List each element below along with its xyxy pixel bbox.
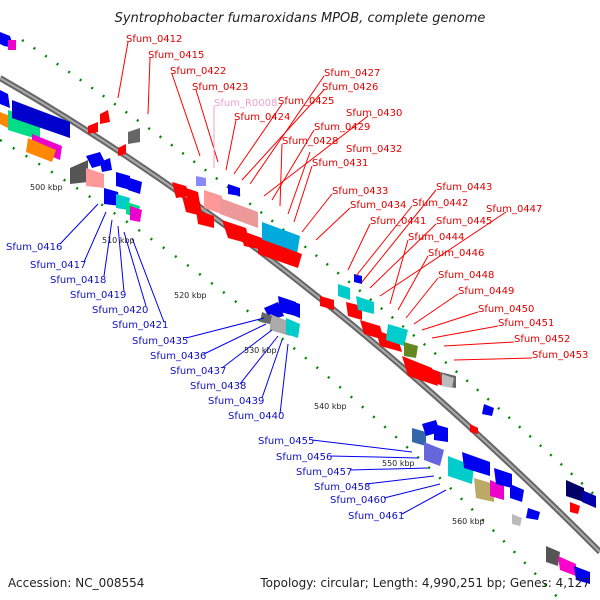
gene-label: Sfum_0448 [438, 270, 494, 281]
tick-560: 560 kbp [452, 517, 485, 526]
gene-label: Sfum_0439 [208, 396, 264, 407]
gene-label: Sfum_0432 [346, 144, 402, 155]
map-title: Syntrophobacter fumaroxidans MPOB, compl… [115, 11, 486, 26]
gene-labels-blue: Sfum_0416 Sfum_0417 Sfum_0418 Sfum_0419 … [6, 242, 404, 522]
features-540kbp [320, 274, 494, 434]
gene-label: Sfum_0427 [324, 68, 380, 79]
features-530kbp [260, 296, 300, 338]
tick-530: 530 kbp [244, 346, 277, 355]
gene-label: Sfum_0420 [92, 305, 148, 316]
gene-label: Sfum_0418 [50, 275, 106, 286]
gene-label: Sfum_0450 [478, 304, 534, 315]
gene-label: Sfum_0453 [532, 350, 588, 361]
gene-labels-red: Sfum_0412 Sfum_0415 Sfum_0422 Sfum_0423 … [126, 34, 588, 361]
gene-label: Sfum_0425 [278, 96, 334, 107]
leader-lines-red [117, 41, 533, 361]
gene-label: Sfum_0435 [132, 336, 188, 347]
gene-label: Sfum_0438 [190, 381, 246, 392]
gene-label: Sfum_0443 [436, 182, 492, 193]
gene-label: Sfum_0442 [412, 198, 468, 209]
gene-label: Sfum_0415 [148, 50, 204, 61]
gene-label: Sfum_0429 [314, 122, 370, 133]
gene-label: Sfum_0437 [170, 366, 226, 377]
gene-label: Sfum_0430 [346, 108, 402, 119]
gene-label: Sfum_0433 [332, 186, 388, 197]
left-edge-features [0, 32, 70, 162]
gene-label: Sfum_0428 [282, 136, 338, 147]
tick-500: 500 kbp [30, 183, 63, 192]
gene-label: Sfum_0417 [30, 260, 86, 271]
features-550kbp [412, 420, 540, 526]
gene-label: Sfum_0431 [312, 158, 368, 169]
features-560kbp [546, 480, 596, 584]
rna-label: Sfum_R0008 [214, 98, 277, 109]
gene-label: Sfum_0449 [458, 286, 514, 297]
gene-label: Sfum_0452 [514, 334, 570, 345]
gene-label: Sfum_0440 [228, 411, 284, 422]
gene-label: Sfum_0451 [498, 318, 554, 329]
tick-540: 540 kbp [314, 402, 347, 411]
tick-510: 510 kbp [102, 236, 135, 245]
gene-label: Sfum_0416 [6, 242, 62, 253]
gene-label: Sfum_0423 [192, 82, 248, 93]
gene-label: Sfum_0444 [408, 232, 464, 243]
gene-label: Sfum_0446 [428, 248, 484, 259]
gene-label: Sfum_0447 [486, 204, 542, 215]
leader-lines-blue [59, 203, 447, 515]
gene-label: Sfum_0460 [330, 495, 386, 506]
gene-label: Sfum_0436 [150, 351, 206, 362]
gene-label: Sfum_0461 [348, 511, 404, 522]
gene-label: Sfum_0422 [170, 66, 226, 77]
gc-track-outer [21, 38, 600, 501]
gene-label: Sfum_0441 [370, 216, 426, 227]
features-500kbp [70, 110, 142, 222]
gene-label: Sfum_0424 [234, 112, 290, 123]
accession-text: Accession: NC_008554 [8, 576, 144, 590]
genome-backbone [0, 75, 600, 555]
gene-label: Sfum_0421 [112, 320, 168, 331]
tick-520: 520 kbp [174, 291, 207, 300]
gene-label: Sfum_0456 [276, 452, 332, 463]
gene-label: Sfum_0458 [314, 482, 370, 493]
gene-label: Sfum_0426 [322, 82, 378, 93]
gene-label: Sfum_0419 [70, 290, 126, 301]
tick-labels: 500 kbp 510 kbp 520 kbp 530 kbp 540 kbp … [30, 183, 485, 526]
gene-label: Sfum_0412 [126, 34, 182, 45]
gene-label: Sfum_0457 [296, 467, 352, 478]
gc-track-inner [0, 138, 561, 600]
gene-label: Sfum_0445 [436, 216, 492, 227]
gene-label: Sfum_0455 [258, 436, 314, 447]
gene-label: Sfum_0434 [350, 200, 406, 211]
tick-550: 550 kbp [382, 459, 415, 468]
features-510kbp [172, 176, 302, 268]
topology-text: Topology: circular; Length: 4,990,251 bp… [259, 576, 590, 590]
